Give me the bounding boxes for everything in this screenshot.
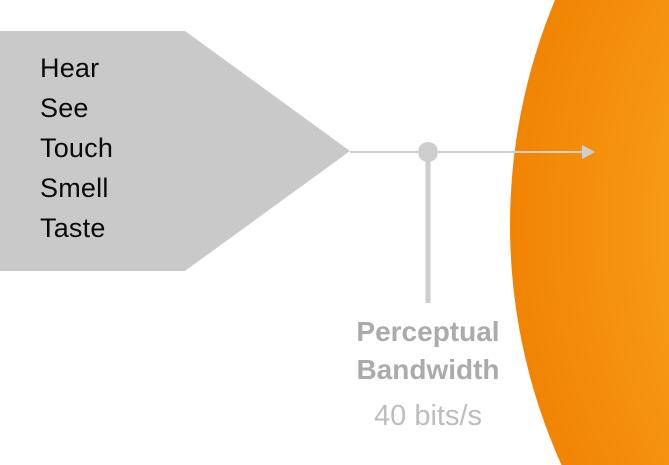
senses-arrow-shape <box>0 31 350 271</box>
senses-list: Hear See Touch Smell Taste <box>40 48 113 248</box>
perceptual-bandwidth-label: Perceptual Bandwidth <box>356 313 499 389</box>
sense-label: Taste <box>40 213 106 243</box>
label-line: Bandwidth <box>356 354 500 385</box>
bandwidth-value: 40 bits/s <box>374 400 482 432</box>
label-line: Perceptual <box>356 316 500 347</box>
sense-label: Smell <box>40 173 109 203</box>
arrowhead-icon <box>582 145 595 159</box>
sense-label: See <box>40 93 89 123</box>
sense-label: Hear <box>40 53 100 83</box>
orange-sphere <box>510 0 669 465</box>
sense-label: Touch <box>40 133 114 163</box>
junction-dot <box>418 142 438 162</box>
